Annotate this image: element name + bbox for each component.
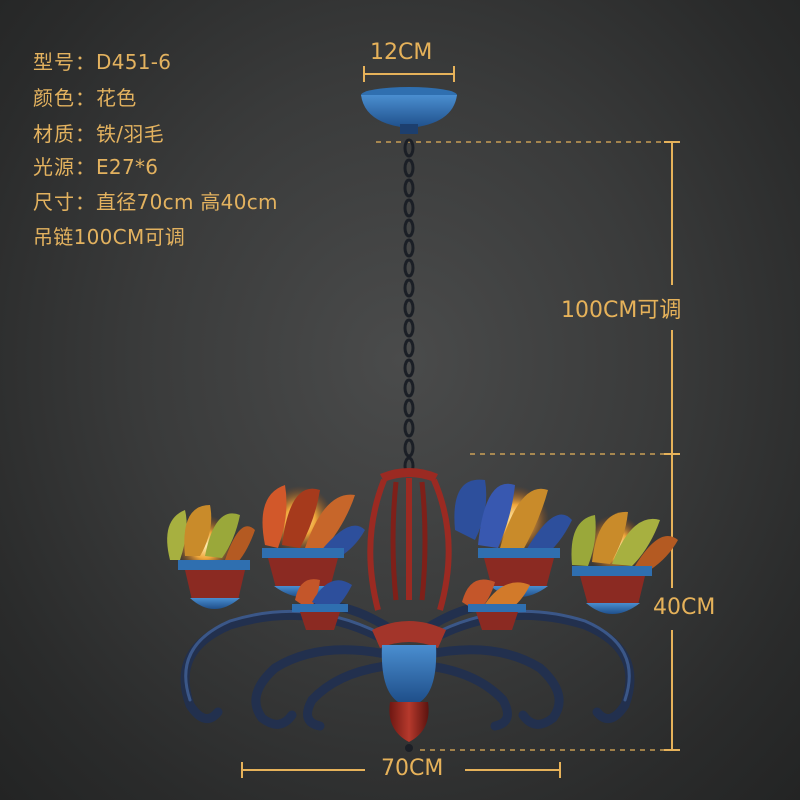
ceiling-canopy [361,87,457,134]
crown-frame [367,468,452,611]
height-label: 40CM [653,595,716,620]
spec-color-key: 颜色： [33,86,96,110]
diameter-label: 70CM [381,756,444,781]
spec-model-key: 型号： [33,50,96,74]
chain-length-dashed [376,141,672,751]
chain-length-label: 100CM可调 [561,298,682,323]
spec-color: 颜色：花色 [33,82,137,111]
spec-size-key: 尺寸： [33,190,96,214]
hanging-chain [403,138,415,476]
canopy-width-label: 12CM [370,40,433,65]
spec-light-value: E27*6 [96,155,159,179]
chain-length-line [664,141,680,455]
lamp-shade-6 [571,511,678,614]
spec-model: 型号：D451-6 [33,46,171,75]
spec-chain-note: 吊链100CM可调 [33,225,186,249]
lamp-shade-5 [462,579,530,630]
spec-material-key: 材质： [33,122,96,146]
spec-size: 尺寸：直径70cm 高40cm [33,186,278,215]
spec-light-source: 光源：E27*6 [33,151,158,180]
spec-color-value: 花色 [96,86,137,110]
central-body [372,621,446,752]
height-line [664,454,680,751]
spec-material: 材质：铁/羽毛 [33,118,164,147]
lamp-shade-4 [454,479,572,597]
canopy-width-line [363,66,455,82]
lamp-shade-2 [262,485,365,597]
lamp-shade-1 [167,505,255,609]
spec-material-value: 铁/羽毛 [96,122,164,146]
spec-model-value: D451-6 [96,50,172,74]
lamp-shade-3 [292,579,352,630]
diameter-line [241,762,561,778]
spec-size-value: 直径70cm 高40cm [96,190,278,214]
scroll-arms-highlight [184,609,631,702]
spec-light-key: 光源： [33,155,96,179]
